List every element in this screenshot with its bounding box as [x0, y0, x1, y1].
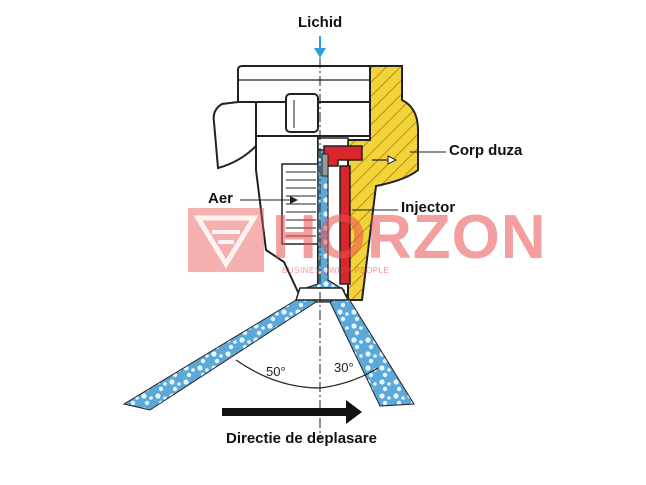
arrow-down-icon [314, 36, 326, 58]
label-liquid: Lichid [298, 14, 343, 31]
watermark-brand: HORZON [272, 203, 547, 272]
label-air: Aer [208, 190, 234, 207]
nozzle-tip [294, 287, 350, 301]
air-inlet-icon [290, 196, 298, 204]
nozzle-body-section [347, 65, 419, 301]
label-nozzle-body: Corp duza [449, 142, 523, 159]
watermark-logo [188, 208, 264, 272]
watermark-shield-icon [193, 215, 259, 269]
angle-left-label: 50° [266, 364, 286, 379]
label-injector: Injector [401, 199, 456, 216]
inner-body [255, 135, 349, 293]
spray-cone-right [329, 293, 415, 407]
angle-right-label: 30° [334, 360, 354, 375]
watermark-tagline: BUSINESS WITH PEOPLE [282, 266, 390, 275]
spray-cone-left [122, 293, 317, 411]
angle-arc-left [235, 359, 321, 389]
direction-arrow [222, 400, 362, 424]
label-direction: Directie de deplasare [226, 430, 377, 447]
injector-part [321, 145, 363, 285]
angle-arc-right [319, 367, 379, 389]
arrow-right-icon [372, 155, 398, 165]
